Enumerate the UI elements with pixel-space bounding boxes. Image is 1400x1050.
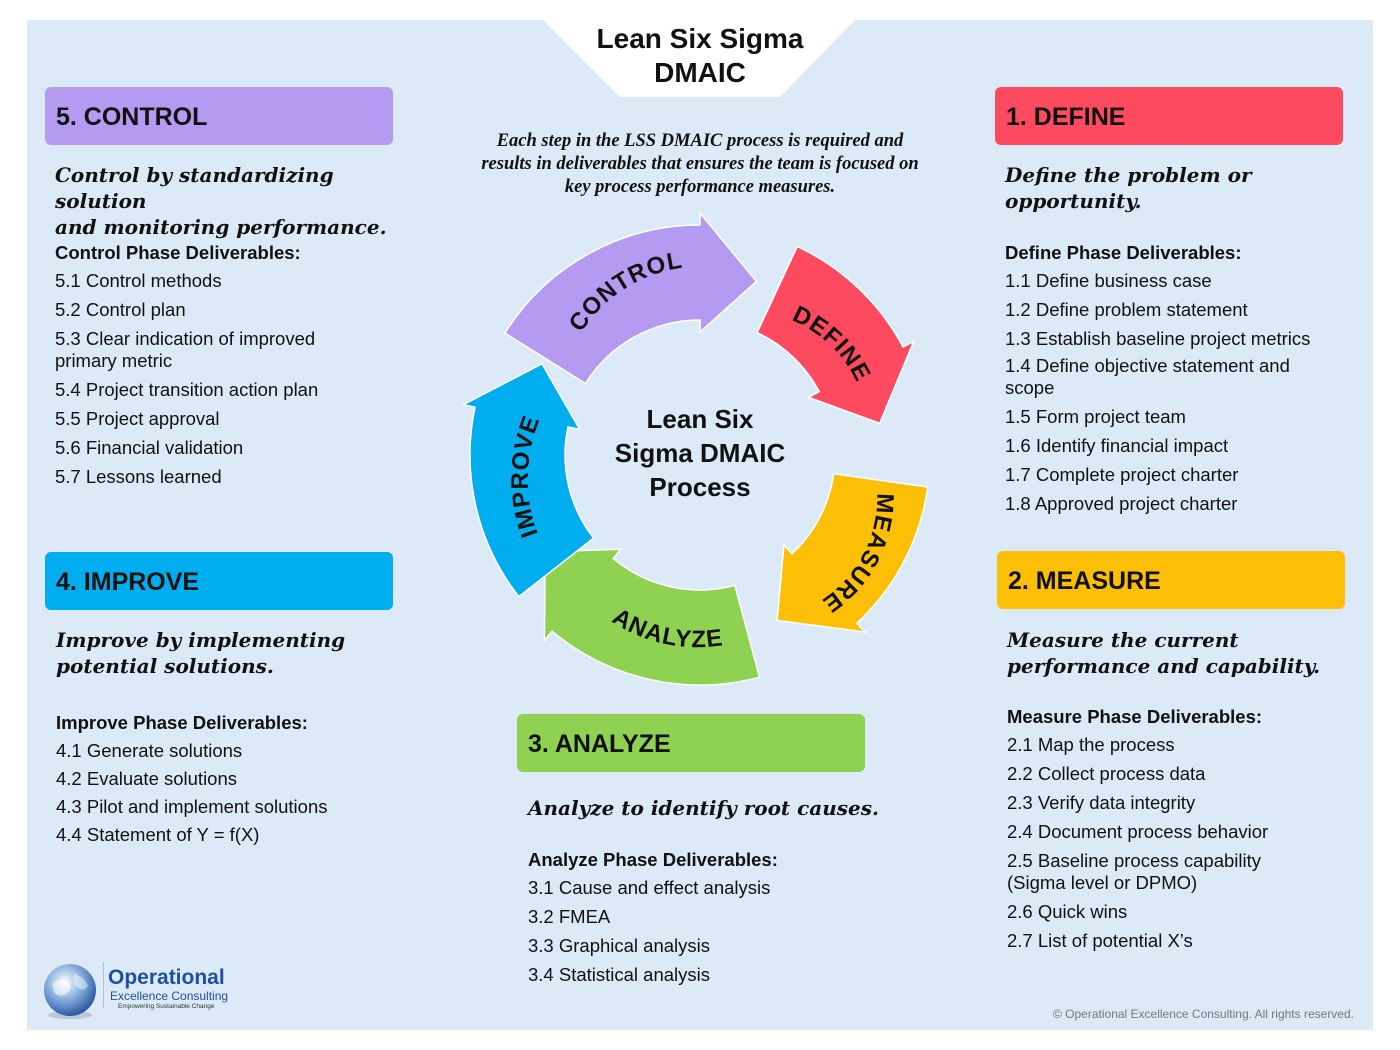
page-title: Lean Six Sigma DMAIC	[580, 22, 820, 90]
list-item: 1.2 Define problem statement	[1005, 299, 1248, 320]
list-item: 4.1 Generate solutions	[56, 740, 243, 761]
list-item: 1.3 Establish baseline project metrics	[1005, 328, 1311, 349]
list-item: 2.5 Baseline process capability (Sigma l…	[1007, 850, 1262, 893]
improve-deliverables-title: Improve Phase Deliverables:	[56, 712, 308, 733]
cycle-center-title: Lean Six Sigma DMAIC Process	[580, 402, 820, 504]
list-item: 5.1 Control methods	[55, 270, 222, 291]
list-item: 2.2 Collect process data	[1007, 763, 1206, 784]
measure-desc-line-1: Measure the current	[1007, 628, 1239, 652]
define-desc-line-1: Define the problem or	[1005, 163, 1252, 187]
measure-description: Measure the current performance and capa…	[1007, 627, 1347, 679]
infographic-background	[27, 20, 1373, 1030]
improve-deliverables-list: 4.1 Generate solutions 4.2 Evaluate solu…	[56, 740, 396, 846]
define-header: 1. DEFINE	[995, 87, 1343, 145]
logo-main-text: Operational	[108, 966, 225, 989]
list-item: 4.2 Evaluate solutions	[56, 768, 238, 789]
control-deliverables-title: Control Phase Deliverables:	[55, 242, 301, 263]
logo-tagline: Empowering Sustainable Change	[118, 1003, 215, 1010]
measure-deliverables-title: Measure Phase Deliverables:	[1007, 706, 1263, 727]
define-description: Define the problem or opportunity.	[1005, 162, 1345, 214]
copyright-notice: © Operational Excellence Consulting. All…	[1053, 1007, 1354, 1021]
control-desc-line-1: Control by standardizing solution	[55, 163, 334, 213]
list-item: 2.4 Document process behavior	[1007, 821, 1269, 842]
list-item: 5.7 Lessons learned	[55, 466, 222, 487]
list-item: 5.5 Project approval	[55, 408, 220, 429]
control-desc-line-2: and monitoring performance.	[55, 215, 387, 239]
list-item: 4.4 Statement of Y = f(X)	[56, 824, 260, 845]
list-item: 5.2 Control plan	[55, 299, 186, 320]
list-item: 5.6 Financial validation	[55, 437, 244, 458]
intro-text: Each step in the LSS DMAIC process is re…	[481, 131, 919, 197]
list-item: 3.1 Cause and effect analysis	[528, 877, 771, 898]
list-item: 1.4 Define objective statement and scope	[1005, 355, 1290, 398]
improve-desc-line-1: Improve by implementing	[56, 628, 346, 652]
list-item: 3.4 Statistical analysis	[528, 964, 711, 985]
list-item: 2.1 Map the process	[1007, 734, 1175, 755]
analyze-header: 3. ANALYZE	[517, 714, 865, 772]
list-item: 2.7 List of potential X’s	[1007, 930, 1193, 951]
title-line-2: DMAIC	[654, 57, 746, 88]
globe-icon	[44, 962, 104, 1019]
company-logo: Operational Excellence Consulting Empowe…	[40, 960, 240, 1020]
measure-deliverables-list: 2.1 Map the process 2.2 Collect process …	[1007, 734, 1307, 952]
control-description: Control by standardizing solution and mo…	[55, 162, 415, 240]
control-deliverables-list: 5.1 Control methods 5.2 Control plan 5.3…	[55, 270, 355, 488]
logo-sub-text: Excellence Consulting	[110, 989, 229, 1003]
list-item: 5.4 Project transition action plan	[55, 379, 319, 400]
analyze-deliverables-list: 3.1 Cause and effect analysis 3.2 FMEA 3…	[528, 877, 868, 986]
list-item: 5.3 Clear indication of improved primary…	[55, 328, 316, 371]
list-item: 4.3 Pilot and implement solutions	[56, 796, 328, 817]
list-item: 3.3 Graphical analysis	[528, 935, 711, 956]
list-item: 1.7 Complete project charter	[1005, 464, 1239, 485]
title-line-1: Lean Six Sigma	[596, 23, 804, 54]
list-item: 2.3 Verify data integrity	[1007, 792, 1196, 813]
list-item: 2.6 Quick wins	[1007, 901, 1128, 922]
improve-description: Improve by implementing potential soluti…	[56, 627, 416, 679]
define-deliverables-list: 1.1 Define business case 1.2 Define prob…	[1005, 270, 1340, 515]
measure-desc-line-2: performance and capability.	[1007, 654, 1321, 678]
list-item: 1.1 Define business case	[1005, 270, 1212, 291]
analyze-desc-line-1: Analyze to identify root causes.	[528, 796, 879, 820]
list-item: 1.8 Approved project charter	[1005, 493, 1238, 514]
list-item: 3.2 FMEA	[528, 906, 611, 927]
center-line-2: Sigma DMAIC	[614, 438, 786, 468]
analyze-description: Analyze to identify root causes.	[528, 795, 888, 821]
analyze-deliverables-title: Analyze Phase Deliverables:	[528, 849, 778, 870]
control-header: 5. CONTROL	[45, 87, 393, 145]
define-desc-line-2: opportunity.	[1005, 189, 1142, 213]
define-deliverables-title: Define Phase Deliverables:	[1005, 242, 1242, 263]
improve-desc-line-2: potential solutions.	[56, 654, 274, 678]
list-item: 1.6 Identify financial impact	[1005, 435, 1229, 456]
center-line-3: Process	[649, 472, 751, 502]
measure-header: 2. MEASURE	[997, 551, 1345, 609]
improve-header: 4. IMPROVE	[45, 552, 393, 610]
center-line-1: Lean Six	[646, 404, 754, 434]
list-item: 1.5 Form project team	[1005, 406, 1186, 427]
